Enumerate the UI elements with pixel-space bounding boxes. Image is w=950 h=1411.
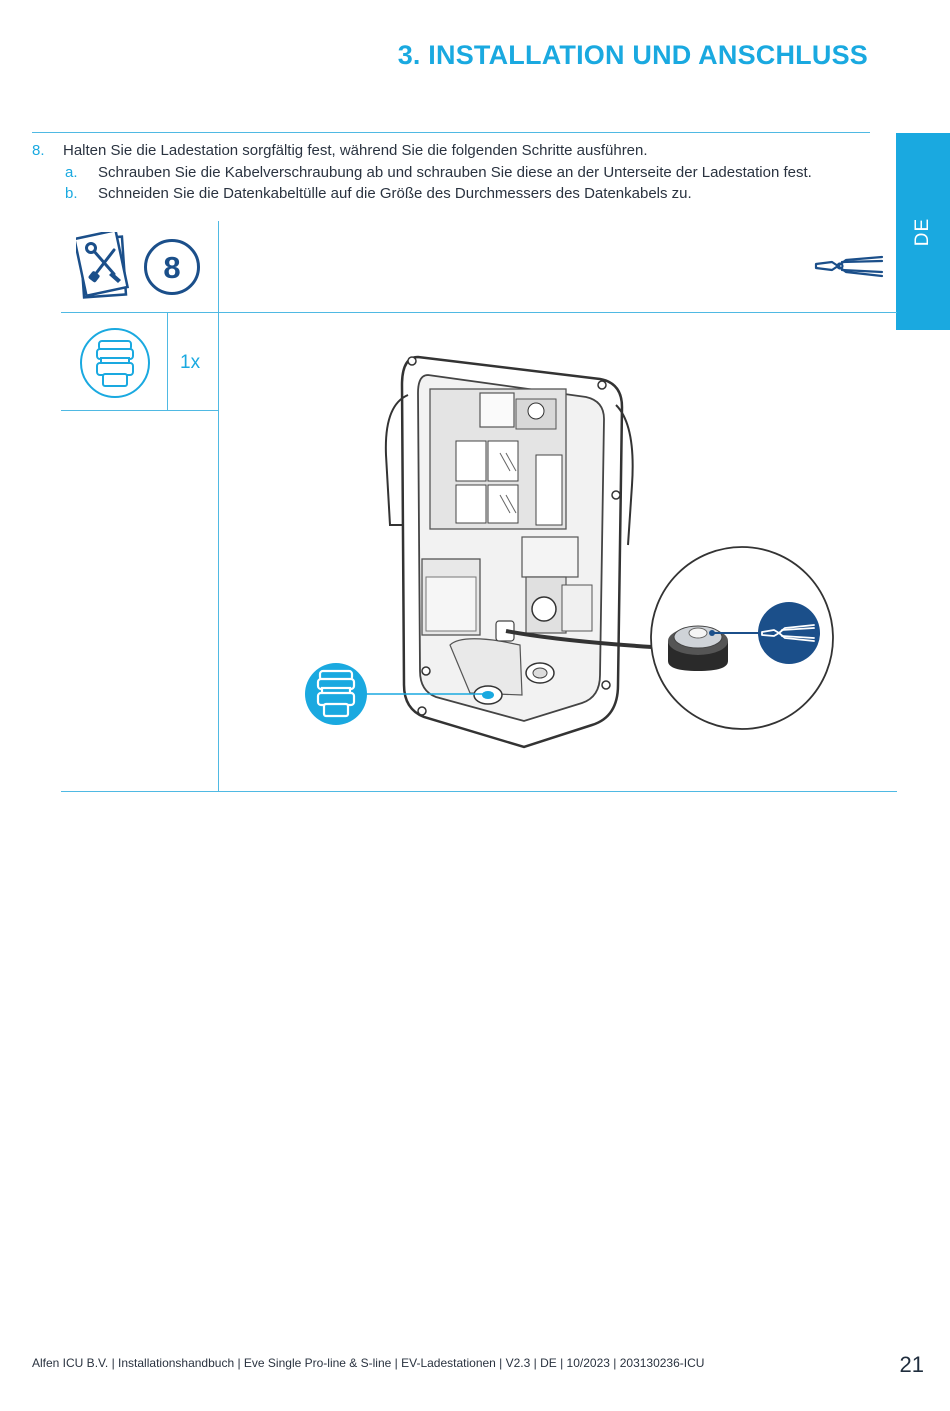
- substep-letter: a.: [65, 163, 78, 181]
- panel-divider-vertical: [218, 221, 219, 792]
- panel-divider-vertical: [167, 312, 168, 411]
- substep-text: Schrauben Sie die Kabelverschraubung ab …: [98, 163, 812, 181]
- language-tab-label: DE: [912, 217, 933, 246]
- footer-text: Alfen ICU B.V. | Installationshandbuch |…: [32, 1356, 705, 1370]
- step-badge-label: 8: [163, 250, 180, 285]
- step-instructions: 8. Halten Sie die Ladestation sorgfältig…: [32, 140, 872, 205]
- substep-item: a. Schrauben Sie die Kabelverschraubung …: [32, 162, 872, 184]
- part-quantity: 1x: [180, 352, 201, 373]
- pliers-icon: [814, 255, 884, 278]
- page-number: 21: [899, 1352, 924, 1377]
- panel-divider-horizontal: [61, 410, 218, 411]
- step-number-badge: 8: [144, 239, 200, 295]
- cable-gland-icon: [80, 328, 150, 398]
- page-title: 3. INSTALLATION UND ANSCHLUSS: [397, 40, 868, 70]
- header-divider: [32, 132, 870, 133]
- charging-station-illustration: [305, 355, 834, 749]
- language-tab: DE: [896, 133, 950, 330]
- panel-bottom-rule: [61, 791, 897, 792]
- substep-item: b. Schneiden Sie die Datenkabeltülle auf…: [32, 183, 872, 205]
- panel-divider-horizontal: [61, 312, 897, 313]
- step-text: Halten Sie die Ladestation sorgfältig fe…: [63, 142, 648, 159]
- substep-text: Schneiden Sie die Datenkabeltülle auf di…: [98, 185, 692, 202]
- substep-letter: b.: [65, 185, 78, 202]
- tools-manual-icon: [76, 232, 130, 299]
- step-item: 8. Halten Sie die Ladestation sorgfältig…: [32, 140, 872, 162]
- step-number: 8.: [32, 142, 45, 159]
